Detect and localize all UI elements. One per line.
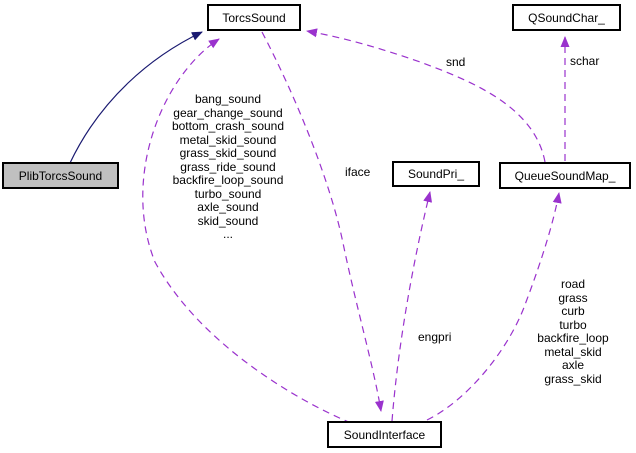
edge-label-iface: iface <box>345 165 371 179</box>
edge-label-torcssound-members: bang_sound gear_change_sound bottom_cras… <box>171 92 285 241</box>
edge-usage-soundinterface-queuesoundmap <box>426 192 562 421</box>
edge-label-snd: snd <box>446 55 466 69</box>
edge-usage-soundinterface-torcssound <box>142 38 352 424</box>
edge-usage-soundinterface-soundpri <box>391 191 433 422</box>
edge-label-engpri: engpri <box>418 330 452 344</box>
node-plibtorcssound: PlibTorcsSound <box>2 162 119 189</box>
edge-label-schar: schar <box>570 54 600 68</box>
node-qsoundchar[interactable]: QSoundChar_ <box>512 4 621 31</box>
node-queuesoundmap[interactable]: QueueSoundMap_ <box>499 162 631 189</box>
edge-usage-torcssound-soundinterface <box>261 31 384 412</box>
edge-usage-queuesoundmap-torcssound <box>306 28 546 163</box>
edge-inheritance-plibtorcssound-torcssound <box>69 31 203 164</box>
node-torcssound[interactable]: TorcsSound <box>207 4 301 31</box>
node-soundinterface[interactable]: SoundInterface <box>327 421 442 448</box>
node-soundpri[interactable]: SoundPri_ <box>392 161 480 187</box>
edge-label-queuemap-members: road grass curb turbo backfire_loop meta… <box>537 277 609 386</box>
